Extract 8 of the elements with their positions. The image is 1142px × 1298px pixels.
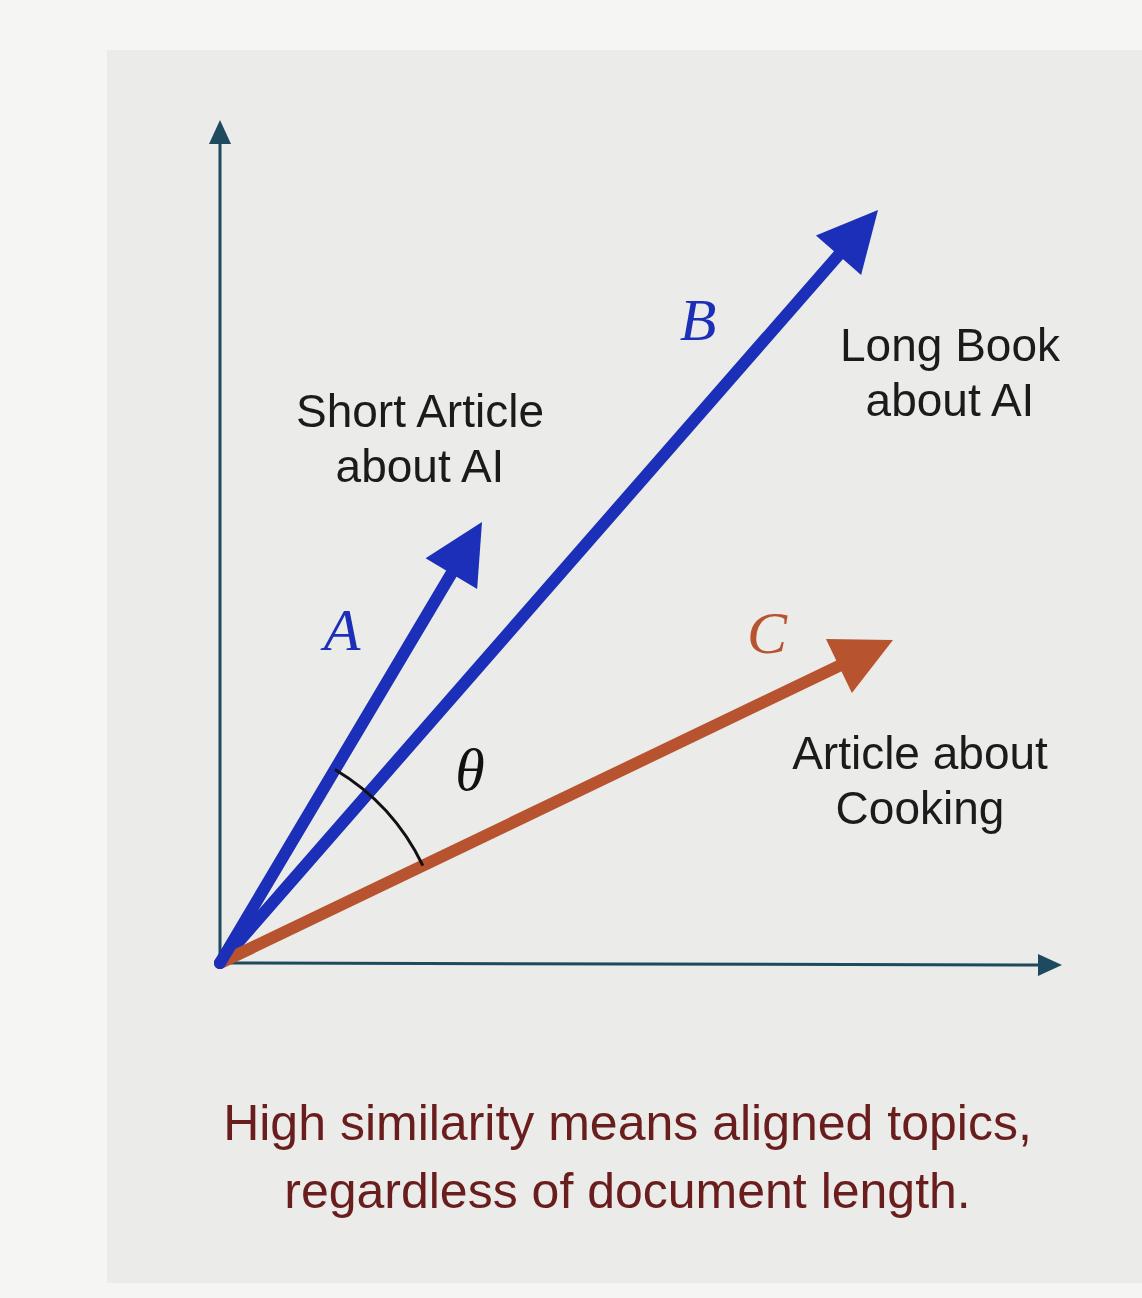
vector-label: B — [678, 290, 718, 350]
caption: High similarity means aligned topics, regardless of document length. — [222, 1094, 1033, 1221]
vector-caption: Long Book about AI — [839, 318, 1061, 429]
vector-caption: Article about Cooking — [791, 726, 1049, 837]
vector-label: C — [746, 603, 789, 663]
vector-caption: Short Article about AI — [295, 384, 545, 495]
angle-label: θ — [454, 740, 486, 800]
vector-label: A — [312, 600, 372, 660]
